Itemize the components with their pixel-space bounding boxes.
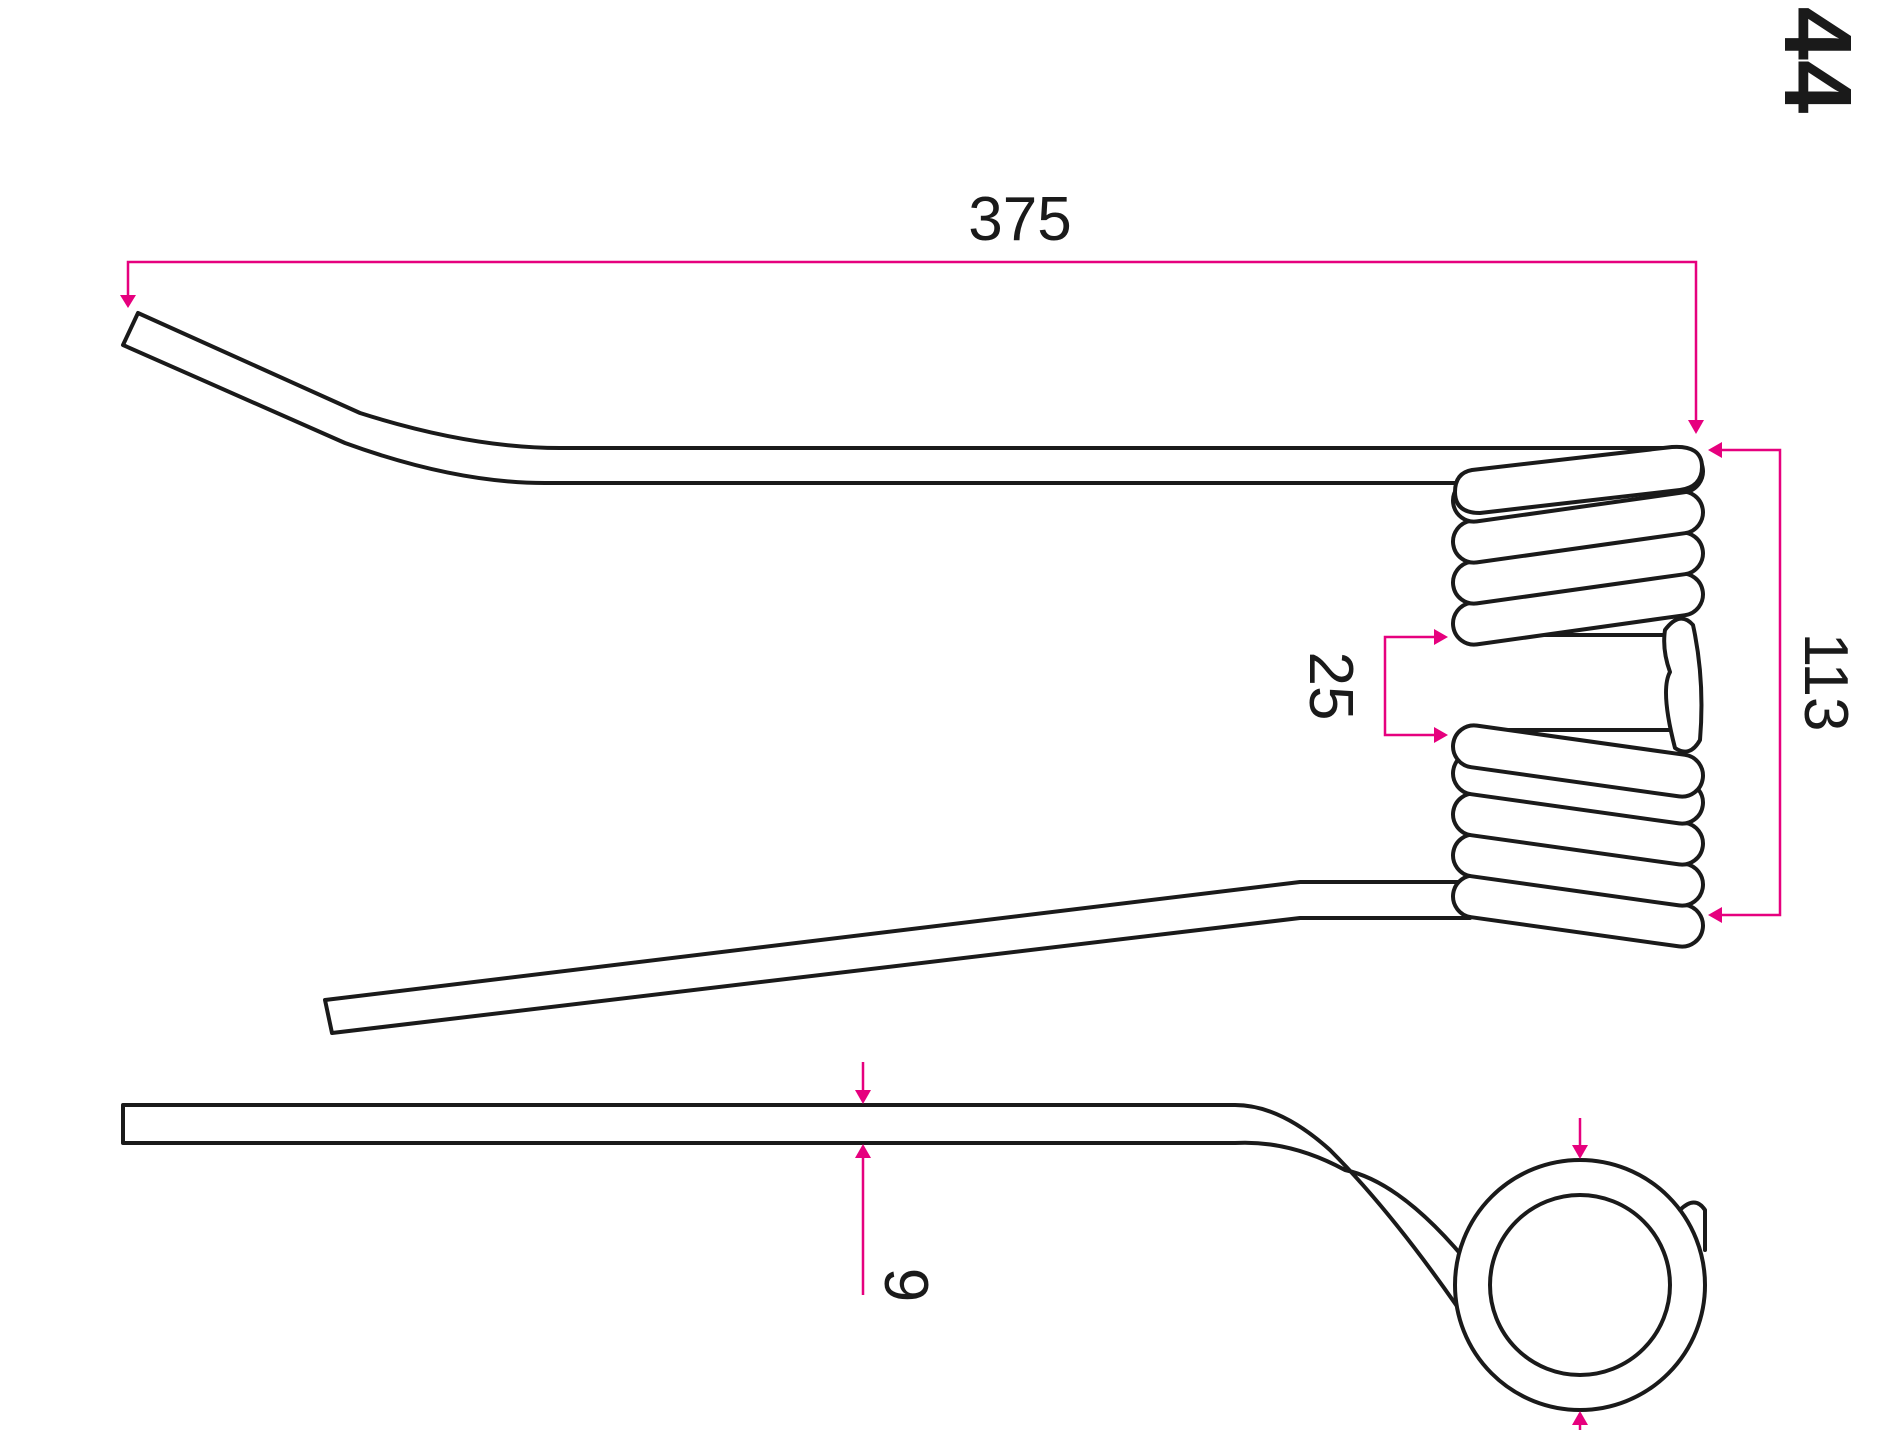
tine-side-view (121, 1103, 1707, 1412)
dimension-coil-diameter-arrows (1572, 1118, 1588, 1430)
lower-coil (1451, 723, 1705, 949)
dimension-coil-gap: 25 (1296, 629, 1448, 743)
coil-connector-loop (1662, 616, 1704, 754)
dimension-overall-length: 375 (120, 185, 1704, 434)
side-view-arm (121, 1103, 1502, 1342)
dimension-label-height: 113 (1791, 633, 1860, 732)
dimension-wire-diameter: 9 (855, 1062, 940, 1302)
dimension-label-wire: 9 (871, 1268, 940, 1302)
upper-tine-arm (121, 311, 1677, 485)
lower-tine-arm (323, 880, 1472, 1035)
side-view-coil-inner (1488, 1193, 1672, 1377)
dimension-label-gap: 25 (1296, 652, 1365, 721)
side-view-coil-tab (1678, 1200, 1707, 1252)
dimension-total-height: 113 (1708, 442, 1860, 923)
upper-coil (1451, 444, 1705, 647)
dimension-label-length: 375 (968, 185, 1071, 254)
tine-top-view (121, 311, 1705, 1035)
page-number: 44 (1764, 7, 1871, 114)
coil-core (1468, 633, 1682, 732)
